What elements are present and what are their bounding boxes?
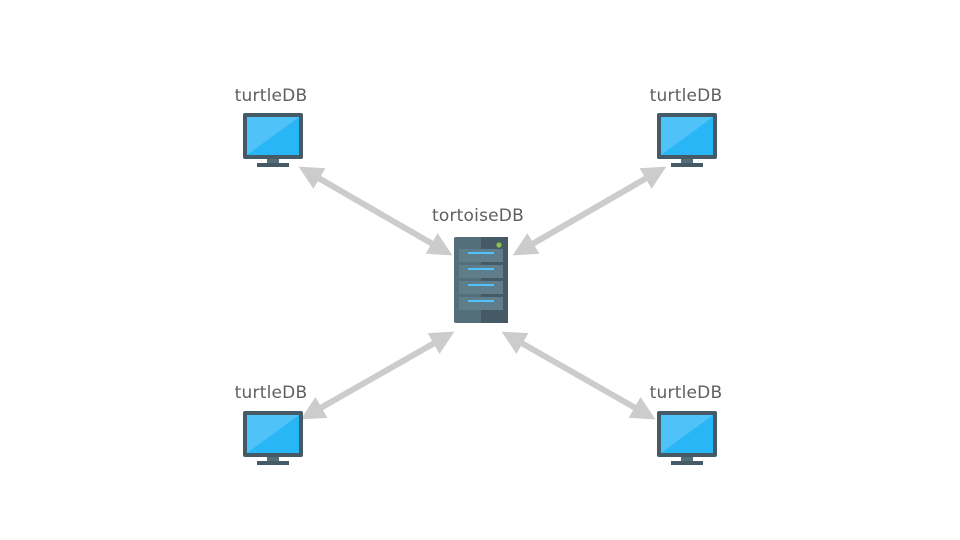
arrow-bottom-left [300,331,455,420]
arrow-top-right [512,166,667,256]
desktop-monitor-icon [657,411,717,465]
arrow-top-left [298,166,453,256]
client-label: turtleDB [649,86,723,106]
desktop-monitor-icon [243,113,303,167]
desktop-monitor-icon [657,113,717,167]
server-label: tortoiseDB [432,206,524,226]
client-label: turtleDB [649,383,723,403]
client-label: turtleDB [234,86,308,106]
client-label: turtleDB [234,383,308,403]
desktop-monitor-icon [243,411,303,465]
arrow-bottom-right [501,331,656,420]
server-icon [454,237,508,323]
